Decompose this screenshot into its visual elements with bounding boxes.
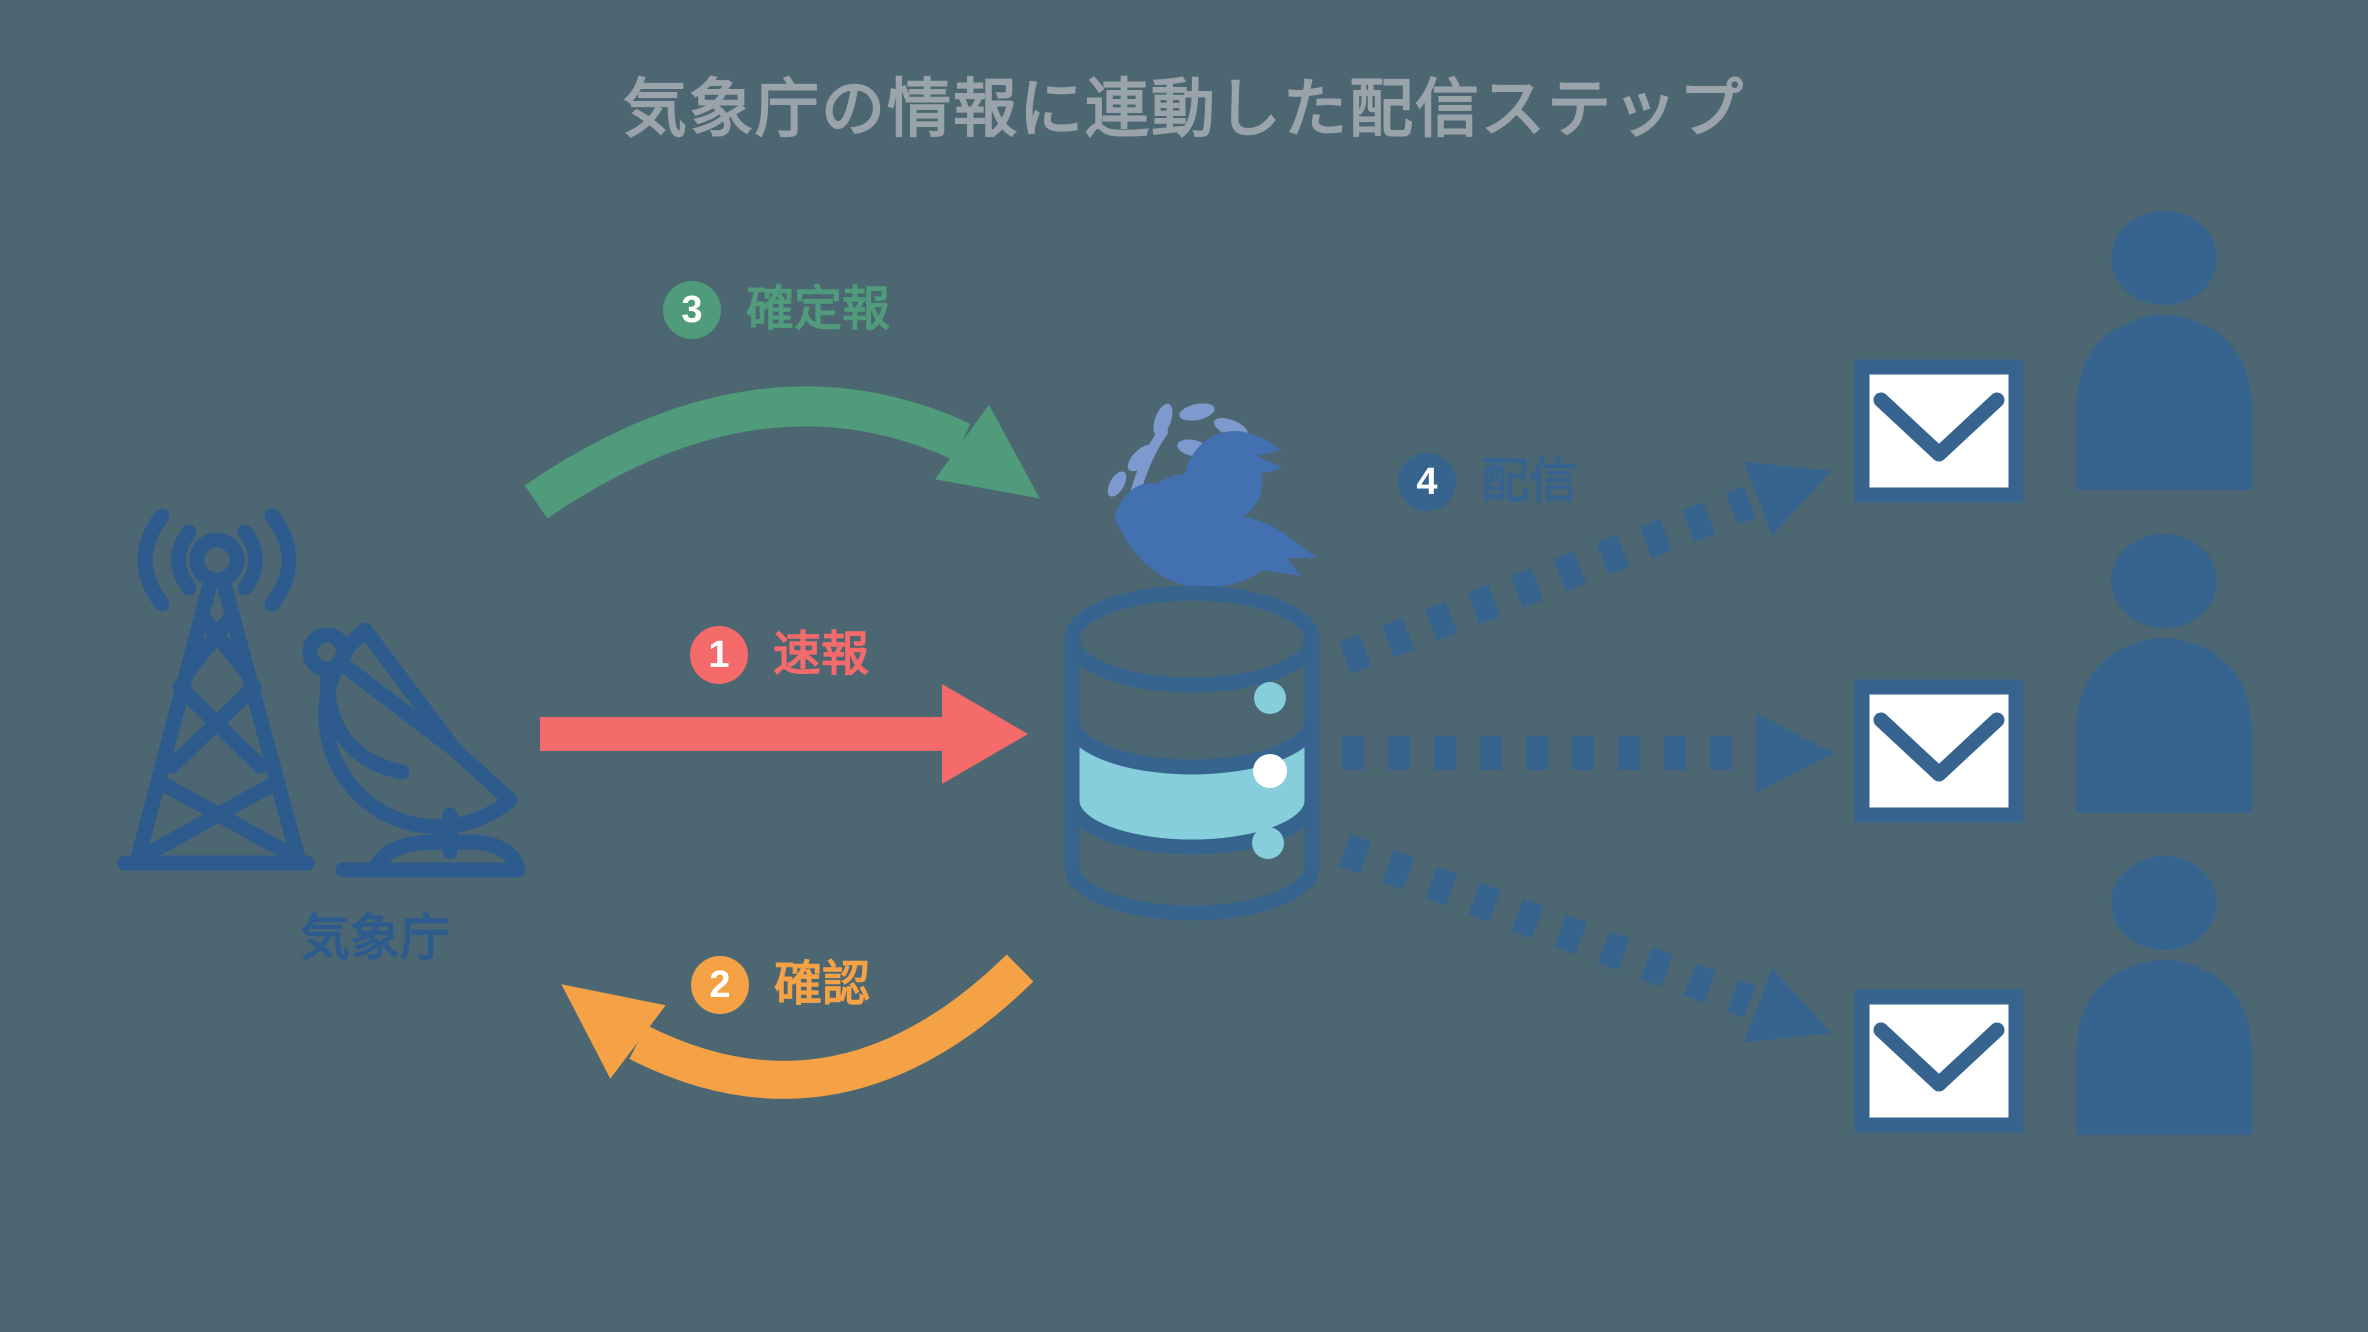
- jma-station-icon: [117, 508, 526, 878]
- database-highlight-band: [1072, 721, 1312, 847]
- delivery-arrow-top: [1338, 461, 1831, 674]
- step-label: 配信: [1481, 455, 1578, 508]
- database-led: [1254, 682, 1286, 714]
- step-label: 確定報: [746, 283, 891, 336]
- person-icon: [2076, 211, 2252, 490]
- database-icon: [1064, 585, 1320, 921]
- step-4-badge: 4 配信: [1398, 453, 1577, 511]
- person-icon: [2076, 534, 2252, 813]
- page-title: 気象庁の情報に連動した配信ステップ: [623, 73, 1745, 145]
- step-number-circle: 3: [663, 281, 721, 339]
- confirmation-arrow: [561, 954, 1034, 1099]
- step-number-circle: 4: [1398, 453, 1456, 511]
- database-led: [1252, 827, 1284, 859]
- step-label: 速報: [773, 628, 870, 681]
- envelope-icon: [1854, 989, 2024, 1133]
- final-report-arrow: [524, 386, 1040, 519]
- delivery-arrow-bottom: [1339, 834, 1831, 1043]
- step-number-circle: 2: [691, 956, 749, 1014]
- step-3-badge: 3 確定報: [663, 281, 890, 339]
- dove-icon: [1107, 403, 1317, 588]
- step-2-badge: 2 確認: [691, 956, 870, 1014]
- step-label: 確認: [774, 958, 871, 1011]
- radio-tower-icon: [117, 508, 315, 871]
- arrowhead: [934, 404, 1040, 499]
- database-led: [1253, 754, 1287, 788]
- jma-label: 気象庁: [300, 910, 450, 966]
- step-number-circle: 1: [690, 626, 748, 684]
- dove-body: [1114, 430, 1317, 588]
- envelope-icon: [1854, 679, 2024, 823]
- flash-report-arrow: [540, 684, 1028, 784]
- delivery-arrows: [1338, 461, 1834, 1043]
- step-1-badge: 1 速報: [690, 626, 869, 684]
- person-icon: [2076, 856, 2252, 1135]
- satellite-dish-icon: [302, 622, 526, 878]
- arrowhead: [942, 684, 1028, 784]
- envelope-icon: [1854, 359, 2024, 503]
- delivery-arrow-middle: [1342, 713, 1834, 793]
- arrowhead: [561, 984, 666, 1079]
